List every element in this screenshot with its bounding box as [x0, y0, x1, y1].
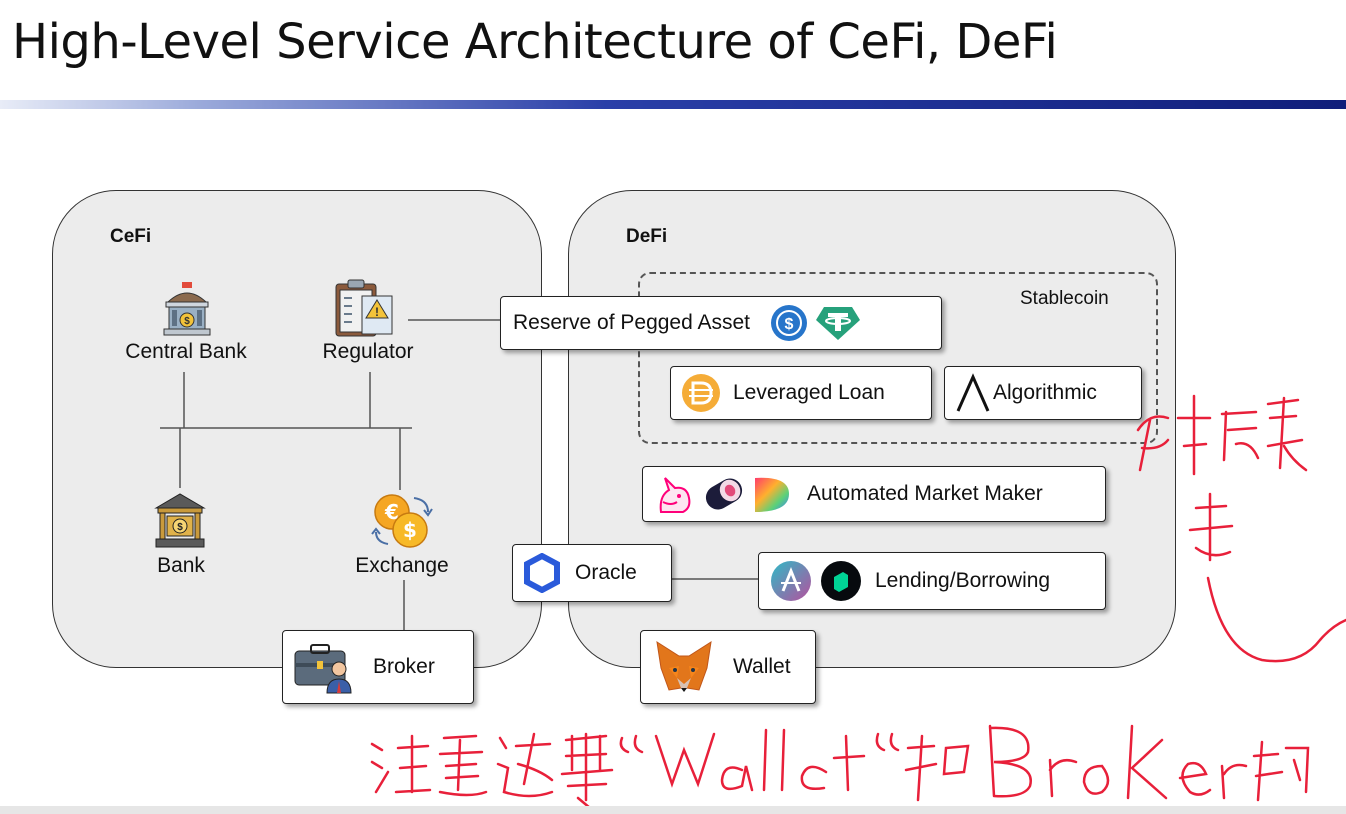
cefi-title: CeFi: [110, 226, 152, 247]
rainbow-blob-icon: [755, 477, 789, 512]
svg-text:$: $: [403, 518, 417, 542]
oracle-label: Oracle: [575, 561, 637, 584]
unicorn-icon: [659, 477, 691, 513]
defi-title: DeFi: [626, 226, 668, 247]
aave-icon: [771, 561, 811, 601]
svg-text:$: $: [785, 316, 794, 333]
reserve-box: Reserve of Pegged Asset $: [500, 296, 942, 350]
chainlink-icon: [524, 553, 560, 593]
lambda-icon: [956, 373, 990, 412]
stablecoin-group: [638, 272, 1158, 444]
tether-icon: [815, 307, 860, 340]
leveraged-loan-label: Leveraged Loan: [733, 381, 885, 404]
svg-text:$: $: [177, 522, 183, 533]
lending-label: Lending/Borrowing: [875, 569, 1051, 592]
central-bank-label: Central Bank: [125, 340, 247, 363]
regulator-label: Regulator: [322, 340, 414, 363]
title-rule: [0, 100, 1346, 109]
lending-box: Lending/Borrowing: [758, 552, 1106, 610]
bank-building-icon: $: [163, 282, 211, 336]
metamask-fox-icon: [656, 640, 712, 692]
amm-box: Automated Market Maker: [642, 466, 1106, 522]
right-handwritten-note: [1136, 394, 1346, 663]
algorithmic-label: Algorithmic: [993, 381, 1097, 404]
briefcase-person-icon: [294, 644, 352, 694]
dai-icon: [682, 374, 720, 412]
wallet-label: Wallet: [733, 655, 791, 678]
broker-box: Broker: [282, 630, 474, 704]
oracle-box: Oracle: [512, 544, 672, 602]
bottom-strip: [0, 806, 1346, 814]
svg-text:$: $: [184, 316, 190, 327]
clipboard-icon: !: [335, 279, 393, 337]
slide-title: High-Level Service Architecture of CeFi,…: [12, 14, 1058, 70]
bank-icon: $: [154, 493, 206, 548]
exchange-label: Exchange: [355, 554, 449, 577]
euro-dollar-exchange-icon: € $: [371, 494, 433, 548]
usdc-icon: $: [770, 305, 807, 341]
reserve-label: Reserve of Pegged Asset: [513, 311, 750, 334]
bottom-handwritten-note: [370, 724, 1310, 810]
bank-label: Bank: [157, 554, 205, 577]
amm-label: Automated Market Maker: [807, 482, 1043, 505]
leveraged-loan-box: Leveraged Loan: [670, 366, 932, 420]
algorithmic-box: Algorithmic: [944, 366, 1142, 420]
sushi-icon: [705, 478, 743, 510]
broker-label: Broker: [373, 655, 435, 678]
cefi-panel: [52, 190, 542, 668]
compound-icon: [821, 561, 861, 601]
stablecoin-label: Stablecoin: [1020, 288, 1109, 309]
svg-text:€: €: [384, 500, 399, 524]
svg-text:!: !: [375, 305, 379, 319]
wallet-box: Wallet: [640, 630, 816, 704]
